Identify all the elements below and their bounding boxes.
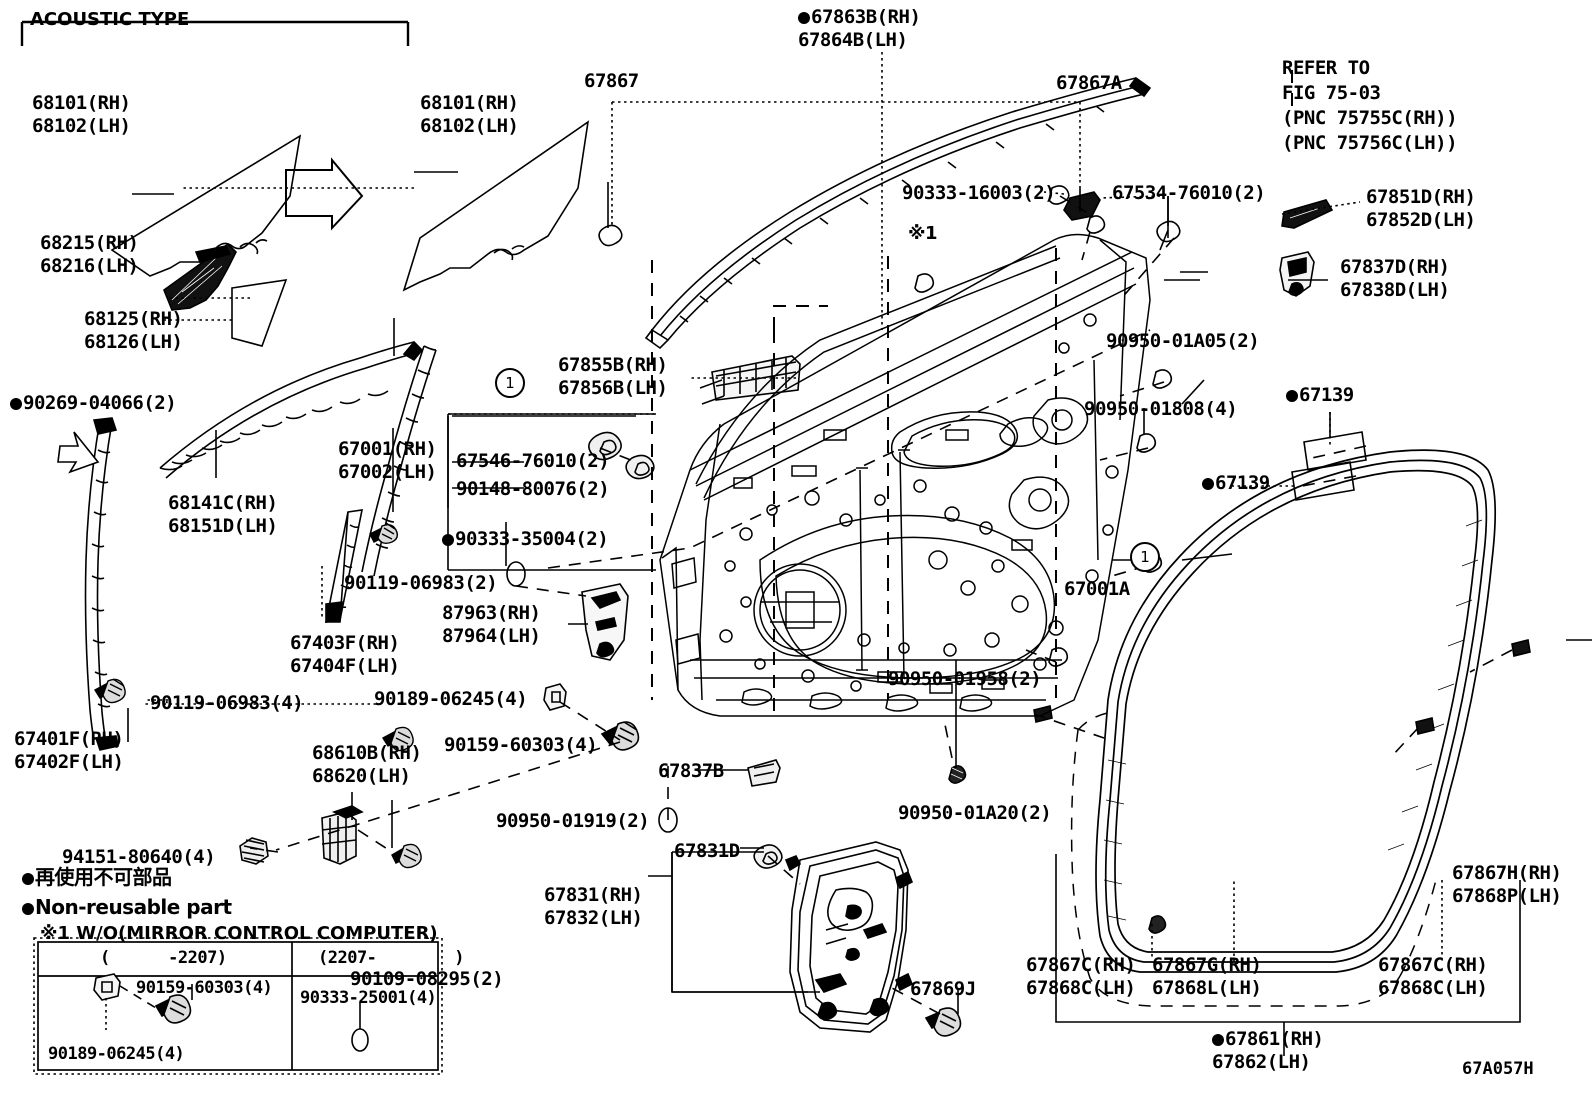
table-col1-item-1: 90189-06245(4) [48,1044,185,1064]
callout-68101-right: 68101(RH) 68102(LH) [420,92,519,137]
non-reusable-dot-icon [22,873,34,885]
non-reusable-dot-icon [1202,478,1214,490]
callout-68610B: 68610B(RH) 68620(LH) [312,742,422,787]
callout-90109-08295: 90109-08295(2) [350,968,504,990]
callout-90269-04066: 90269-04066(2) [10,392,177,415]
callout-67831: 67831(RH) 67832(LH) [544,884,643,929]
callout-68125: 68125(RH) 68126(LH) [84,308,183,353]
circled-number-1-left: 1 [495,368,525,398]
callout-68215: 68215(RH) 68216(LH) [40,232,139,277]
callout-67546-76010: 67546-76010(2) [456,450,610,472]
non-reusable-dot-icon [442,534,454,546]
non-reusable-dot-icon [10,398,22,410]
callout-68141C: 68141C(RH) 68151D(LH) [168,492,278,537]
callout-68101-left: 68101(RH) 68102(LH) [32,92,131,137]
table-col1-header: ( -2207) [100,948,227,968]
non-reusable-dot-icon [1212,1034,1224,1046]
non-reusable-dot-icon [798,12,810,24]
callout-67837B: 67837B [658,760,724,782]
callout-67403F: 67403F(RH) 67404F(LH) [290,632,400,677]
table-col2-item-0: 90333-25001(4) [300,988,437,1008]
legend-en: Non-reusable part [22,896,232,919]
callout-90119-06983-2: 90119-06983(2) [344,572,498,594]
callout-67401F: 67401F(RH) 67402F(LH) [14,728,124,773]
non-reusable-dot-icon [1286,390,1298,402]
callout-67867A: 67867A [1056,72,1122,94]
callout-90950-01808: 90950-01808(4) [1084,398,1238,420]
callout-90119-06983-4: 90119-06983(4) [150,692,304,714]
callout-67867C-right: 67867C(RH) 67868C(LH) [1378,954,1488,999]
callout-90950-01958: 90950-01958(2) [888,668,1042,690]
callout-94151-80640: 94151-80640(4) [62,846,216,868]
callout-67867: 67867 [584,70,639,92]
callout-67139-upper: 67139 [1286,384,1354,407]
callout-67139-lower: 67139 [1202,472,1270,495]
mirror-note: ※1 W/O(MIRROR CONTROL COMPUTER) [40,923,438,944]
refer-to-block: REFER TO FIG 75-03 (PNC 75755C(RH)) (PNC… [1282,57,1458,154]
callout-67867G: 67867G(RH) 67868L(LH) [1152,954,1262,999]
callout-67855B: 67855B(RH) 67856B(LH) [558,354,668,399]
callout-67851D: 67851D(RH) 67852D(LH) [1366,186,1476,231]
callout-90333-16003: 90333-16003(2) [902,182,1056,204]
callout-90950-01919: 90950-01919(2) [496,810,650,832]
legend-jp: 再使用不可部品 [22,866,172,889]
non-reusable-dot-icon [22,903,34,915]
callout-67001A: 67001A [1064,578,1130,600]
figure-code: 67A057H [1462,1059,1534,1079]
table-col1-item-0: 90159-60303(4) [136,978,273,998]
callout-90159-60303: 90159-60303(4) [444,734,598,756]
acoustic-type-header: ACOUSTIC TYPE [30,9,190,30]
callout-87963: 87963(RH) 87964(LH) [442,602,541,647]
callout-67867H: 67867H(RH) 67868P(LH) [1452,862,1562,907]
callout-90950-01A20: 90950-01A20(2) [898,802,1052,824]
callout-67863B: 67863B(RH) 67864B(LH) [798,6,921,51]
callout-67831D: 67831D [674,840,740,862]
callout-90950-01A05: 90950-01A05(2) [1106,330,1260,352]
table-col2-header: (2207- ) [318,948,465,968]
callout-67867C-left: 67867C(RH) 67868C(LH) [1026,954,1136,999]
callout-90189-06245: 90189-06245(4) [374,688,528,710]
callout-90333-35004: 90333-35004(2) [442,528,609,551]
callout-67837D: 67837D(RH) 67838D(LH) [1340,256,1450,301]
callout-67534-76010: 67534-76010(2) [1112,182,1266,204]
asterisk-1-marker: ※1 [908,223,938,244]
circled-number-1-right: 1 [1130,542,1160,572]
callout-67001: 67001(RH) 67002(LH) [338,438,437,483]
callout-67861: 67861(RH) 67862(LH) [1212,1028,1324,1073]
callout-90148-80076: 90148-80076(2) [456,478,610,500]
callout-67869J: 67869J [910,978,976,1000]
